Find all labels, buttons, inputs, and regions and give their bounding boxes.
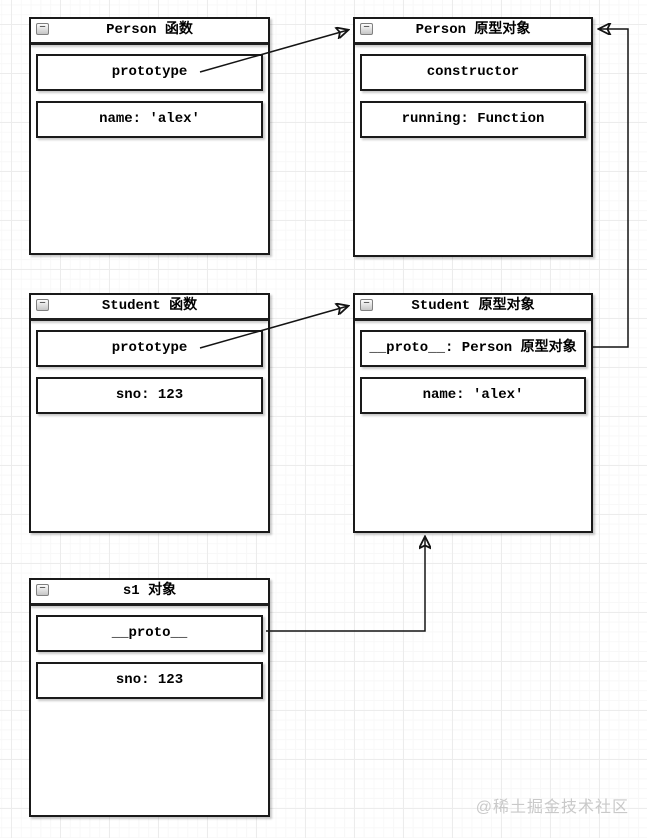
- collapse-icon[interactable]: −: [36, 299, 49, 311]
- node-s1-object[interactable]: − s1 对象 __proto__ sno: 123: [29, 578, 270, 817]
- node-title: Student 函数: [101, 298, 198, 314]
- edge-student-proto-to-person-proto-object[interactable]: [592, 29, 629, 348]
- field-name[interactable]: name: 'alex': [360, 377, 586, 414]
- node-title: s1 对象: [122, 583, 177, 599]
- node-title: Student 原型对象: [411, 298, 535, 314]
- collapse-icon[interactable]: −: [360, 23, 373, 35]
- field-name[interactable]: name: 'alex': [36, 101, 263, 138]
- node-body: prototype sno: 123: [31, 321, 268, 414]
- field-prototype[interactable]: prototype: [36, 54, 263, 91]
- node-title: Person 函数: [106, 22, 193, 38]
- node-header: − Student 原型对象: [355, 295, 591, 321]
- node-body: prototype name: 'alex': [31, 45, 268, 138]
- field-constructor[interactable]: constructor: [360, 54, 586, 91]
- node-person-function[interactable]: − Person 函数 prototype name: 'alex': [29, 17, 270, 255]
- node-person-prototype-object[interactable]: − Person 原型对象 constructor running: Funct…: [353, 17, 593, 257]
- field-prototype[interactable]: prototype: [36, 330, 263, 367]
- field-proto[interactable]: __proto__: [36, 615, 263, 652]
- collapse-icon[interactable]: −: [36, 584, 49, 596]
- field-proto[interactable]: __proto__: Person 原型对象: [360, 330, 586, 367]
- field-running[interactable]: running: Function: [360, 101, 586, 138]
- watermark: @稀土掘金技术社区: [475, 799, 629, 816]
- collapse-icon[interactable]: −: [36, 23, 49, 35]
- node-body: __proto__: Person 原型对象 name: 'alex': [355, 321, 591, 414]
- node-body: constructor running: Function: [355, 45, 591, 138]
- edge-s1-proto-to-student-proto-object[interactable]: [266, 537, 425, 632]
- node-header: − Student 函数: [31, 295, 268, 321]
- node-header: − s1 对象: [31, 580, 268, 606]
- node-student-function[interactable]: − Student 函数 prototype sno: 123: [29, 293, 270, 533]
- node-header: − Person 函数: [31, 19, 268, 45]
- field-sno[interactable]: sno: 123: [36, 662, 263, 699]
- field-sno[interactable]: sno: 123: [36, 377, 263, 414]
- node-student-prototype-object[interactable]: − Student 原型对象 __proto__: Person 原型对象 na…: [353, 293, 593, 533]
- node-body: __proto__ sno: 123: [31, 606, 268, 699]
- collapse-icon[interactable]: −: [360, 299, 373, 311]
- node-title: Person 原型对象: [415, 22, 531, 38]
- node-header: − Person 原型对象: [355, 19, 591, 45]
